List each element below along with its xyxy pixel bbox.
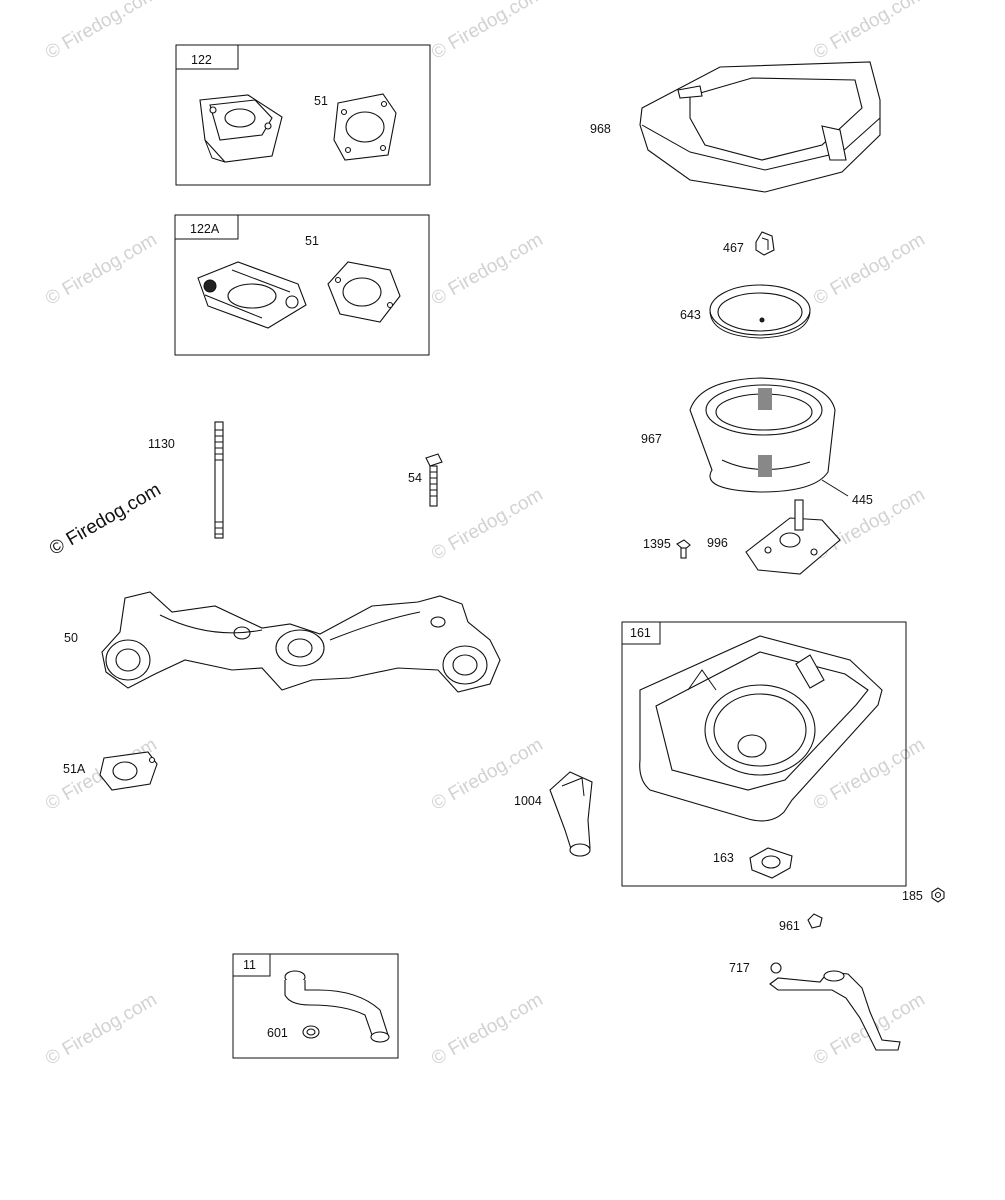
bracket-icon <box>769 962 901 1051</box>
callout-50: 50 <box>64 631 78 645</box>
air-cleaner-cover-icon <box>639 61 881 193</box>
air-filter-icon <box>689 377 849 497</box>
air-cleaner-base-icon <box>639 635 883 822</box>
callout-961: 961 <box>779 919 800 933</box>
kit-box-122 <box>175 44 431 186</box>
kit-box-161 <box>621 621 907 887</box>
elbow-icon <box>549 771 593 857</box>
screw-icon <box>807 913 823 929</box>
callout-11: 11 <box>243 958 256 972</box>
callout-445: 445 <box>852 493 873 507</box>
gasket-icon <box>333 93 397 161</box>
breather-tube-icon <box>284 970 390 1043</box>
callout-717: 717 <box>729 961 750 975</box>
gasket-icon <box>99 751 158 791</box>
callout-185: 185 <box>902 889 923 903</box>
gasket-icon <box>749 847 793 879</box>
screw-icon <box>676 539 691 559</box>
callout-122: 122 <box>191 53 212 67</box>
callout-122-51: 51 <box>314 94 328 108</box>
kit-box-11 <box>232 953 399 1059</box>
callout-163: 163 <box>713 851 734 865</box>
callout-161: 161 <box>630 626 651 640</box>
callout-601: 601 <box>267 1026 288 1040</box>
spacer-icon <box>197 261 307 329</box>
callout-968: 968 <box>590 122 611 136</box>
kit-box-122a <box>174 214 430 356</box>
callout-51a: 51A <box>63 762 86 776</box>
knob-icon <box>755 231 775 256</box>
callout-1395: 1395 <box>643 537 671 551</box>
pre-cleaner-icon <box>709 284 811 339</box>
callout-122a: 122A <box>190 222 220 236</box>
callout-1004: 1004 <box>514 794 542 808</box>
callout-467: 467 <box>723 241 744 255</box>
manifold-icon <box>101 591 501 693</box>
callout-643: 643 <box>680 308 701 322</box>
callout-996: 996 <box>707 536 728 550</box>
spacer-icon <box>199 94 283 163</box>
bolt-icon <box>425 453 443 507</box>
callout-54: 54 <box>408 471 422 485</box>
callout-1130: 1130 <box>148 437 175 451</box>
callout-122a-51: 51 <box>305 234 319 248</box>
stud-icon <box>214 421 224 539</box>
clamp-icon <box>302 1025 320 1039</box>
gasket-icon <box>327 261 401 323</box>
callout-967: 967 <box>641 432 662 446</box>
nut-icon <box>931 887 945 903</box>
base-plate-icon <box>745 499 841 575</box>
